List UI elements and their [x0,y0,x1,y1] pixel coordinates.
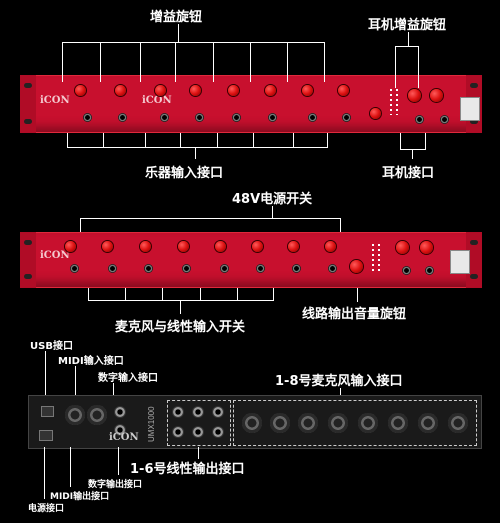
instrument-jack[interactable] [232,113,241,122]
gain-knob[interactable] [65,241,76,252]
digital-out-port[interactable] [114,424,126,436]
line-out-volume-label: 线路输出音量旋钮 [302,307,407,322]
instrument-jack[interactable] [195,113,204,122]
gain-knob[interactable] [252,241,263,252]
mic-xlr-port[interactable] [358,413,378,433]
phantom-power-label: 48V电源开关 [232,192,313,207]
gain-knob[interactable] [288,241,299,252]
gain-knob[interactable] [155,85,166,96]
midi-output-label: MIDI输出接口 [50,492,110,502]
brand-logo: iCON [142,95,172,106]
gain-knob[interactable] [302,85,313,96]
line-out-knob[interactable] [350,260,363,273]
gain-knob[interactable] [338,85,349,96]
front-panel-top: iCON iCON [20,75,482,133]
instrument-jack[interactable] [108,264,117,273]
power-switch[interactable] [460,97,480,121]
digital-in-port[interactable] [114,406,126,418]
line-out-port[interactable] [192,406,204,418]
instrument-jack[interactable] [83,113,92,122]
headphone-gain-knob[interactable] [396,241,409,254]
headphone-gain-knob[interactable] [430,89,443,102]
mic-input-group [233,400,477,446]
gain-knob[interactable] [265,85,276,96]
instrument-jack[interactable] [268,113,277,122]
mic-xlr-port[interactable] [388,413,408,433]
gain-knob[interactable] [75,85,86,96]
brand-logo: iCON [40,95,70,106]
instrument-jack[interactable] [118,113,127,122]
rack-ear-left [20,232,36,288]
gain-knob[interactable] [190,85,201,96]
headphone-jack[interactable] [425,266,434,275]
instrument-jack[interactable] [144,264,153,273]
level-meter [372,244,374,272]
mic-line-switch-label: 麦克风与线性输入开关 [115,320,246,335]
instrument-input-label: 乐器输入接口 [145,166,224,181]
instrument-jack[interactable] [328,264,337,273]
headphone-jack[interactable] [415,115,424,124]
instrument-jack[interactable] [160,113,169,122]
midi-in-port[interactable] [65,405,85,425]
power-switch[interactable] [450,250,470,274]
digital-output-label: 数字输出接口 [88,480,143,490]
power-port-label: 电源接口 [28,504,65,514]
brand-logo: iCON [40,250,70,261]
midi-in-port[interactable] [87,405,107,425]
gain-knob[interactable] [228,85,239,96]
line-out-port[interactable] [212,426,224,438]
digital-input-label: 数字输入接口 [98,373,158,384]
level-meter [390,89,392,115]
mic-xlr-port[interactable] [418,413,438,433]
gain-knob[interactable] [215,241,226,252]
power-port[interactable] [39,430,53,441]
headphone-jack-label: 耳机接口 [382,166,435,181]
line-out-knob[interactable] [370,108,381,119]
mic-inputs-label: 1-8号麦克风输入接口 [275,374,403,389]
gain-knob[interactable] [102,241,113,252]
instrument-jack[interactable] [342,113,351,122]
gain-knob[interactable] [325,241,336,252]
line-outputs-label: 1-6号线性输出接口 [130,462,245,477]
line-output-group [167,400,231,446]
rack-ear-right [466,232,482,288]
line-out-port[interactable] [212,406,224,418]
gain-knob-label: 增益旋钮 [150,10,203,25]
mic-xlr-port[interactable] [298,413,318,433]
rack-ear-left [20,75,36,133]
instrument-jack[interactable] [308,113,317,122]
front-panel-mic: iCON [20,232,482,288]
brand-logo: iCON [109,432,139,443]
headphone-gain-knob[interactable] [420,241,433,254]
gain-knob[interactable] [140,241,151,252]
gain-knob[interactable] [178,241,189,252]
instrument-jack[interactable] [292,264,301,273]
usb-port[interactable] [41,406,54,417]
headphone-jack[interactable] [440,115,449,124]
gain-knob[interactable] [115,85,126,96]
mic-xlr-port[interactable] [328,413,348,433]
instrument-jack[interactable] [70,264,79,273]
headphone-jack[interactable] [402,266,411,275]
line-out-port[interactable] [172,426,184,438]
mic-xlr-port[interactable] [270,413,290,433]
line-out-port[interactable] [192,426,204,438]
line-out-port[interactable] [172,406,184,418]
level-meter [396,89,398,115]
instrument-jack[interactable] [182,264,191,273]
instrument-jack[interactable] [220,264,229,273]
usb-port-label: USB接口 [30,341,73,352]
level-meter [378,244,380,272]
model-label: UMX1000 [147,406,156,442]
back-panel: iCON UMX1000 [28,395,482,449]
headphone-gain-label: 耳机增益旋钮 [368,18,447,33]
headphone-gain-knob[interactable] [408,89,421,102]
instrument-jack[interactable] [256,264,265,273]
midi-input-label: MIDI输入接口 [58,356,124,367]
mic-xlr-port[interactable] [242,413,262,433]
mic-xlr-port[interactable] [448,413,468,433]
